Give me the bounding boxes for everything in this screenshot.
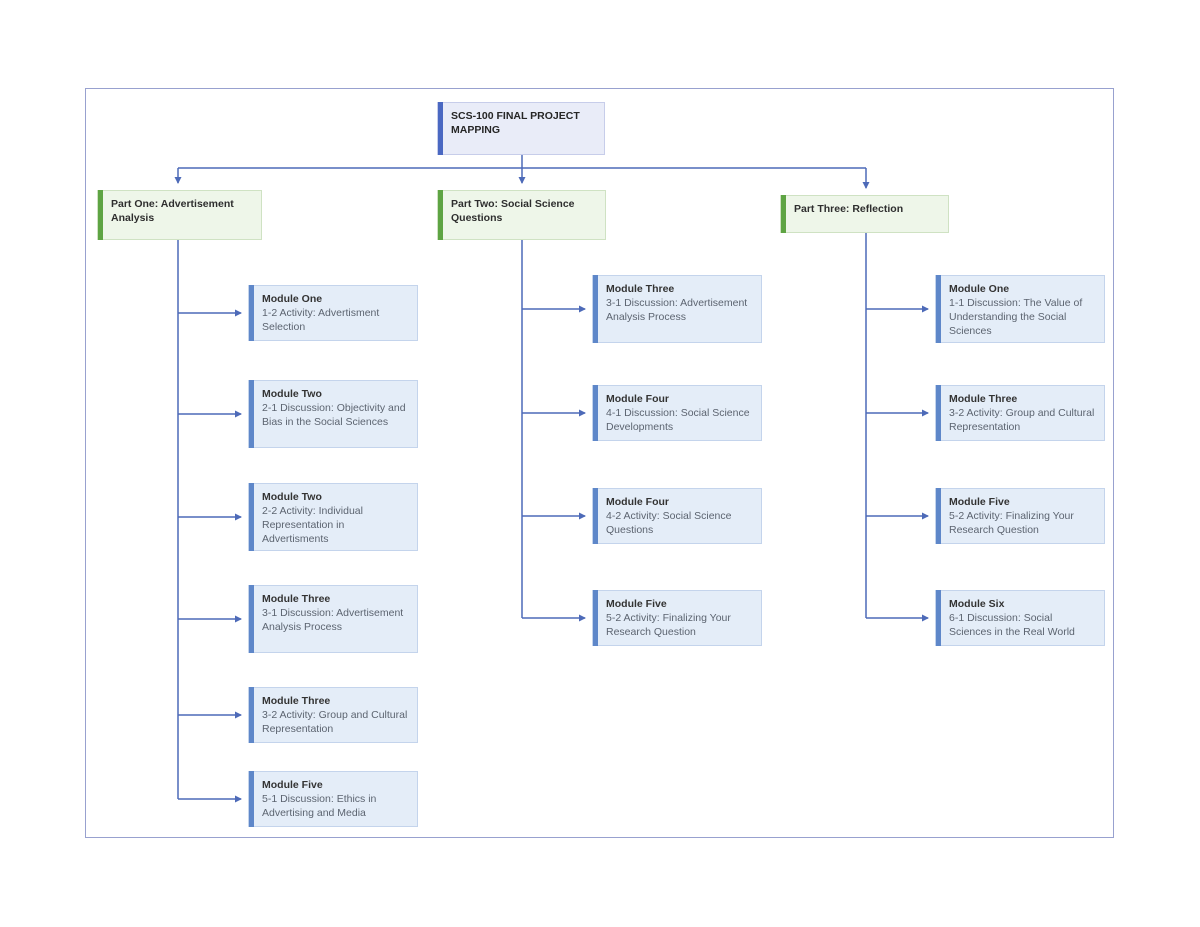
module-desc: 4-2 Activity: Social Science Questions [606, 509, 732, 536]
module-node: Module Five 5-2 Activity: Finalizing You… [935, 488, 1105, 544]
module-node: Module Five 5-1 Discussion: Ethics in Ad… [248, 771, 418, 827]
module-desc: 1-1 Discussion: The Value of Understandi… [949, 296, 1083, 337]
part-one-label: Part One: Advertisement Analysis [111, 198, 234, 224]
module-node: Module Two 2-1 Discussion: Objectivity a… [248, 380, 418, 448]
module-node: Module Six 6-1 Discussion: Social Scienc… [935, 590, 1105, 646]
root-node: SCS-100 FINAL PROJECT MAPPING [437, 102, 605, 155]
module-desc: 1-2 Activity: Advertisment Selection [262, 306, 380, 333]
module-title: Module Two [262, 491, 322, 503]
module-title: Module Four [606, 496, 669, 508]
module-desc: 5-1 Discussion: Ethics in Advertising an… [262, 792, 377, 819]
module-desc: 4-1 Discussion: Social Science Developme… [606, 406, 750, 433]
part-three-label: Part Three: Reflection [794, 203, 904, 215]
part-three-node: Part Three: Reflection [780, 195, 949, 233]
module-title: Module Four [606, 393, 669, 405]
module-node: Module Five 5-2 Activity: Finalizing You… [592, 590, 762, 646]
module-desc: 3-1 Discussion: Advertisement Analysis P… [262, 606, 404, 633]
module-desc: 3-2 Activity: Group and Cultural Represe… [262, 708, 408, 735]
module-title: Module Three [262, 695, 331, 707]
module-node: Module Two 2-2 Activity: Individual Repr… [248, 483, 418, 551]
module-node: Module Four 4-2 Activity: Social Science… [592, 488, 762, 544]
module-title: Module One [262, 293, 323, 305]
module-node: Module Three 3-1 Discussion: Advertiseme… [248, 585, 418, 653]
module-node: Module Three 3-2 Activity: Group and Cul… [248, 687, 418, 743]
module-desc: 2-1 Discussion: Objectivity and Bias in … [262, 401, 406, 428]
module-title: Module Three [262, 593, 331, 605]
module-title: Module Three [606, 283, 675, 295]
module-node: Module One 1-2 Activity: Advertisment Se… [248, 285, 418, 341]
module-desc: 5-2 Activity: Finalizing Your Research Q… [606, 611, 731, 638]
part-one-node: Part One: Advertisement Analysis [97, 190, 262, 240]
module-title: Module Five [606, 598, 667, 610]
module-node: Module Three 3-1 Discussion: Advertiseme… [592, 275, 762, 343]
module-desc: 6-1 Discussion: Social Sciences in the R… [949, 611, 1075, 638]
module-node: Module Four 4-1 Discussion: Social Scien… [592, 385, 762, 441]
module-desc: 5-2 Activity: Finalizing Your Research Q… [949, 509, 1074, 536]
module-title: Module Five [262, 779, 323, 791]
module-title: Module One [949, 283, 1010, 295]
part-two-label: Part Two: Social Science Questions [451, 198, 575, 224]
module-title: Module Three [949, 393, 1018, 405]
module-desc: 3-2 Activity: Group and Cultural Represe… [949, 406, 1095, 433]
module-title: Module Two [262, 388, 322, 400]
module-desc: 2-2 Activity: Individual Representation … [262, 504, 363, 545]
module-desc: 3-1 Discussion: Advertisement Analysis P… [606, 296, 748, 323]
module-title: Module Six [949, 598, 1005, 610]
module-title: Module Five [949, 496, 1010, 508]
part-two-node: Part Two: Social Science Questions [437, 190, 606, 240]
module-node: Module One 1-1 Discussion: The Value of … [935, 275, 1105, 343]
module-node: Module Three 3-2 Activity: Group and Cul… [935, 385, 1105, 441]
root-node-label: SCS-100 FINAL PROJECT MAPPING [451, 110, 580, 136]
